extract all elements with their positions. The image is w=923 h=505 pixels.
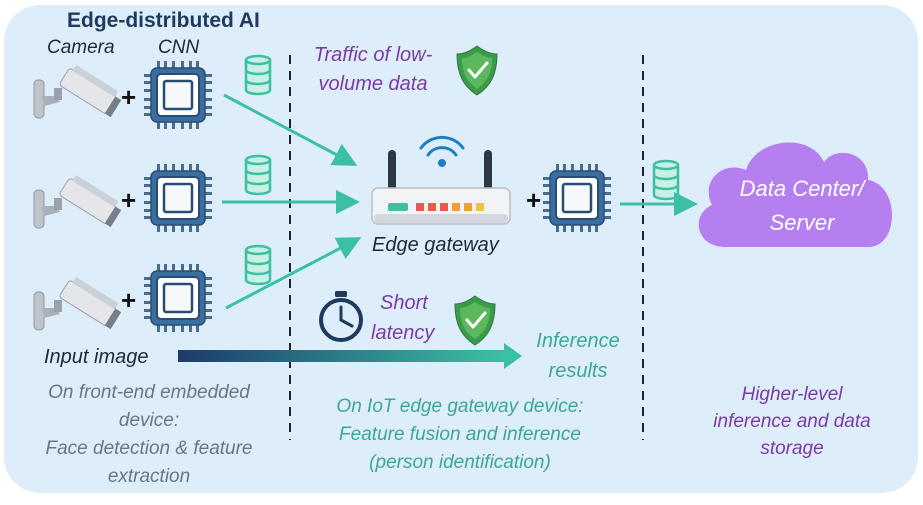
cloud-desc-line1: Higher-level <box>741 384 843 405</box>
front-end-desc-line4: extraction <box>107 466 191 487</box>
cloud-desc-line3: storage <box>760 438 824 459</box>
camera-icon <box>33 274 125 331</box>
inference-results-line1: Inference <box>536 330 620 352</box>
arrow-chip3-to-gateway <box>225 237 362 310</box>
edge-gateway-label: Edge gateway <box>372 234 499 256</box>
cloud-desc-line2: inference and data <box>713 411 871 432</box>
camera-icon <box>33 172 125 229</box>
shield-check-icon <box>455 44 499 97</box>
front-end-desc-line3: Face detection & feature <box>45 438 253 459</box>
clock-icon <box>319 291 363 342</box>
traffic-label-line1: Traffic of low- <box>313 44 433 66</box>
diagram-title: Edge-distributed AI <box>67 9 260 32</box>
edge-desc-line1: On IoT edge gateway device: <box>336 396 584 417</box>
cloud-icon <box>698 142 892 247</box>
router-icon <box>371 150 511 225</box>
inference-arrow <box>178 343 522 369</box>
input-image-label: Input image <box>44 346 149 368</box>
short-latency-line2: latency <box>371 322 435 344</box>
plus-sign: + <box>121 185 137 215</box>
edge-desc-line3: (person identification) <box>369 452 551 473</box>
data-center-label-line1: Data Center/ <box>739 176 865 201</box>
camera-label: Camera <box>47 37 115 58</box>
plus-sign: + <box>121 82 137 112</box>
database-icon <box>652 159 680 201</box>
short-latency-line1: Short <box>380 292 428 314</box>
database-icon <box>244 154 272 196</box>
cnn-label: CNN <box>158 37 200 58</box>
database-icon <box>244 244 272 286</box>
front-end-desc-line2: device: <box>118 410 180 431</box>
chip-icon <box>541 162 613 234</box>
plus-sign: + <box>526 185 542 215</box>
data-center-label-line2: Server <box>769 210 835 235</box>
traffic-label-line2: volume data <box>318 73 428 95</box>
camera-icon <box>33 62 125 119</box>
inference-results-line2: results <box>548 360 608 382</box>
front-end-desc-line1: On front-end embedded <box>48 382 250 403</box>
chip-icon <box>142 262 214 334</box>
arrow-chip1-to-gateway <box>223 93 358 166</box>
wifi-icon <box>419 135 465 167</box>
chip-icon <box>142 162 214 234</box>
shield-check-icon <box>453 294 497 347</box>
plus-sign: + <box>121 285 137 315</box>
database-icon <box>244 54 272 96</box>
chip-icon <box>142 59 214 131</box>
edge-desc-line2: Feature fusion and inference <box>339 424 581 445</box>
